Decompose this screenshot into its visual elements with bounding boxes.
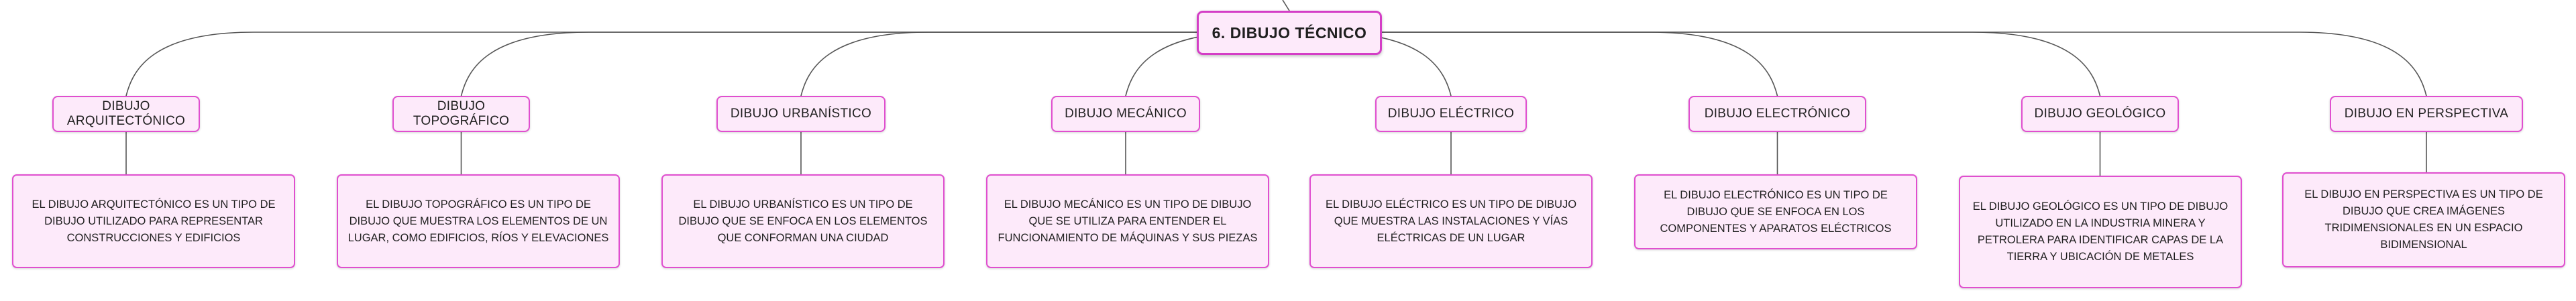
root-to-topic-connector-2 [800, 32, 1197, 97]
root-incoming-connector [1282, 0, 1290, 11]
description-node-mecanico[interactable]: EL DIBUJO MECÁNICO ES UN TIPO DE DIBUJO … [986, 174, 1269, 268]
topic-node-mecanico[interactable]: DIBUJO MECÁNICO [1051, 96, 1200, 132]
topic-node-geologico[interactable]: DIBUJO GEOLÓGICO [2021, 96, 2179, 132]
description-node-urbanistico[interactable]: EL DIBUJO URBANÍSTICO ES UN TIPO DE DIBU… [661, 174, 945, 268]
topic-node-electronico[interactable]: DIBUJO ELECTRÓNICO [1688, 96, 1866, 132]
root-to-topic-connector-0 [125, 32, 1197, 97]
topic-node-perspectiva[interactable]: DIBUJO EN PERSPECTIVA [2330, 96, 2523, 132]
topic-node-urbanistico[interactable]: DIBUJO URBANÍSTICO [716, 96, 885, 132]
topic-node-electrico[interactable]: DIBUJO ELÉCTRICO [1375, 96, 1527, 132]
description-node-electronico[interactable]: EL DIBUJO ELECTRÓNICO ES UN TIPO DE DIBU… [1634, 174, 1917, 249]
description-node-electrico[interactable]: EL DIBUJO ELÉCTRICO ES UN TIPO DE DIBUJO… [1309, 174, 1593, 268]
root-to-topic-connector-1 [460, 32, 1197, 97]
root-to-topic-connector-7 [1382, 32, 2427, 97]
root-topic-node[interactable]: 6. DIBUJO TÉCNICO [1197, 11, 1382, 55]
description-node-arquitectonico[interactable]: EL DIBUJO ARQUITECTÓNICO ES UN TIPO DE D… [12, 174, 295, 268]
description-node-geologico[interactable]: EL DIBUJO GEOLÓGICO ES UN TIPO DE DIBUJO… [1959, 176, 2242, 288]
root-to-topic-connector-5 [1382, 32, 1778, 97]
topic-node-arquitectonico[interactable]: DIBUJO ARQUITECTÓNICO [52, 96, 200, 132]
root-to-topic-connector-6 [1382, 32, 2101, 97]
description-node-topografico[interactable]: EL DIBUJO TOPOGRÁFICO ES UN TIPO DE DIBU… [337, 174, 620, 268]
topic-node-topografico[interactable]: DIBUJO TOPOGRÁFICO [392, 96, 530, 132]
description-node-perspectiva[interactable]: EL DIBUJO EN PERSPECTIVA ES UN TIPO DE D… [2282, 172, 2565, 267]
